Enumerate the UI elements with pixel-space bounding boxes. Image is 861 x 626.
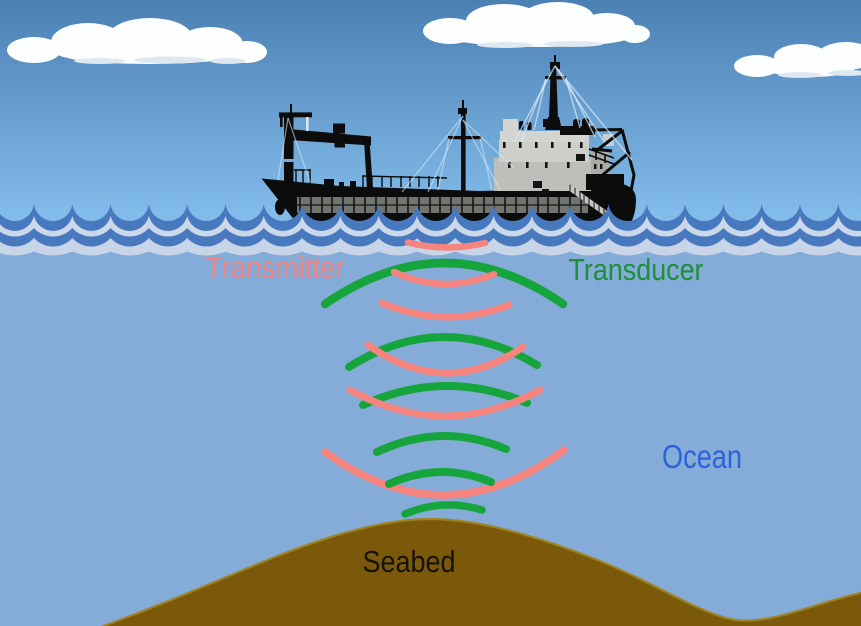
svg-text:Transducer: Transducer — [569, 252, 704, 287]
svg-text:Seabed: Seabed — [363, 544, 456, 579]
svg-text:Ocean: Ocean — [662, 438, 742, 475]
svg-text:Transmitter: Transmitter — [206, 250, 345, 285]
